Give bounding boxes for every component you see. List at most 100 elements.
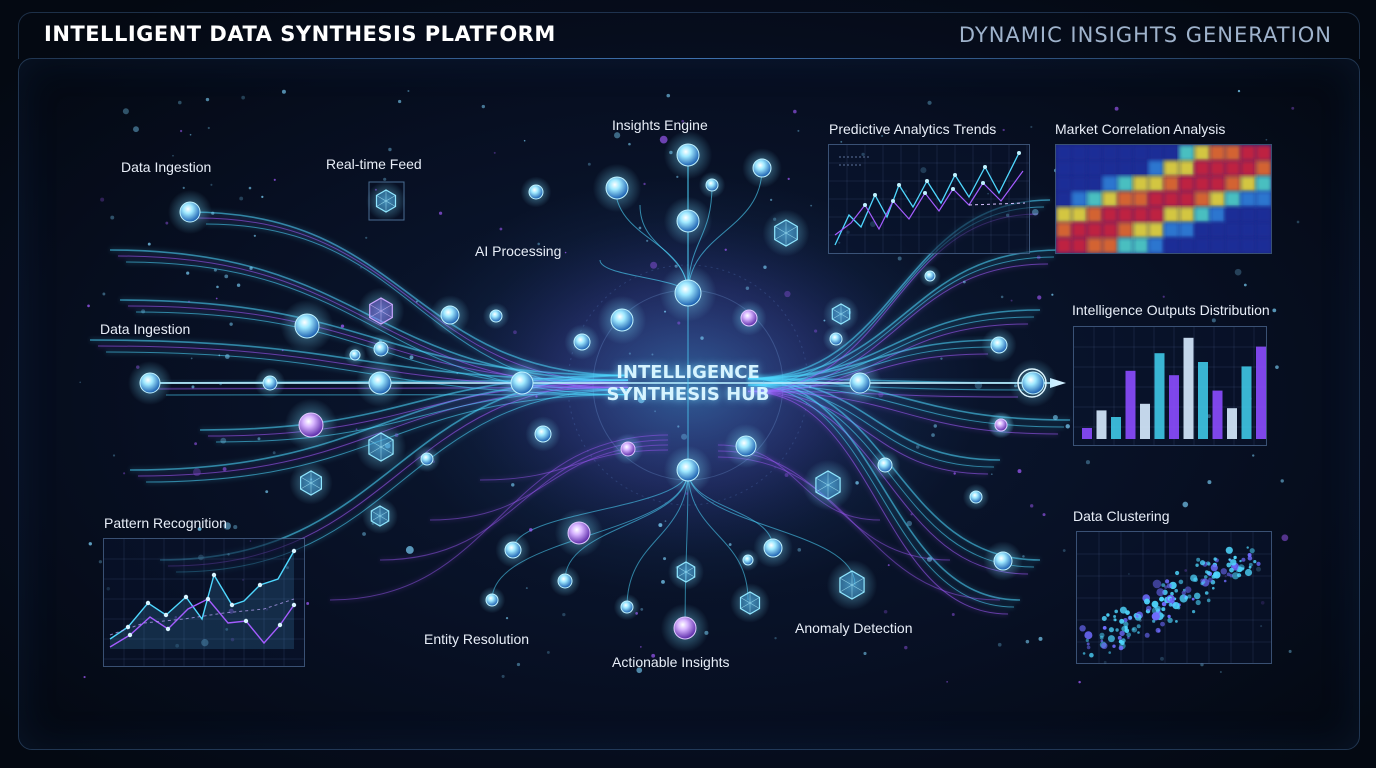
particle-dot	[1037, 295, 1042, 300]
cluster-point	[1121, 638, 1126, 643]
heatmap-cell	[1224, 175, 1241, 192]
cluster-point	[1108, 627, 1114, 633]
particle-dot	[664, 310, 667, 313]
particle-dot	[525, 587, 528, 590]
node-sphere-icon	[752, 158, 772, 178]
pattern-recognition-panel	[103, 538, 305, 667]
heatmap-cell	[1071, 222, 1088, 239]
heatmap-cell	[1086, 175, 1103, 192]
particle-dot	[636, 667, 643, 674]
particle-dot	[639, 646, 642, 648]
particle-dot	[365, 236, 368, 239]
heatmap-cell	[1086, 222, 1103, 239]
particle-dot	[222, 467, 227, 471]
label-pattern-recognition: Pattern Recognition	[104, 515, 227, 531]
heatmap-cell	[1071, 191, 1088, 208]
heatmap-cell	[1194, 237, 1211, 253]
particle-dot	[1182, 501, 1189, 508]
cluster-point	[1191, 597, 1195, 601]
node-sphere-icon	[742, 554, 754, 566]
cluster-point	[1193, 592, 1201, 600]
particle-dot	[213, 268, 217, 272]
particle-dot	[863, 651, 867, 656]
heatmap-cell	[1240, 222, 1257, 239]
pattern-area	[110, 551, 294, 649]
cluster-point	[1106, 613, 1110, 617]
header-divider	[40, 58, 1336, 59]
particle-dot	[1272, 308, 1277, 313]
heatmap-cell	[1117, 160, 1134, 177]
particle-dot	[215, 297, 218, 300]
heatmap-cell	[1255, 145, 1271, 161]
cluster-point	[1132, 628, 1135, 631]
heatmap-cell	[1071, 237, 1088, 253]
particle-dot	[87, 304, 90, 308]
cluster-point	[1082, 652, 1086, 655]
particle-dot	[931, 433, 935, 437]
node-sphere-icon	[763, 538, 783, 558]
particle-dot	[236, 283, 241, 287]
cluster-point	[1108, 651, 1111, 654]
particle-dot	[438, 211, 443, 215]
heatmap-cell	[1194, 160, 1211, 177]
network-nodes	[128, 130, 1058, 653]
particle-dot	[1296, 220, 1300, 224]
heatmap-cell	[1086, 191, 1103, 208]
particle-dot	[1288, 649, 1292, 653]
particle-dot	[1237, 89, 1241, 93]
cluster-point	[1175, 570, 1180, 576]
node-sphere-icon	[610, 308, 634, 332]
label-predictive-trends: Predictive Analytics Trends	[829, 121, 997, 137]
cluster-point	[1195, 599, 1201, 606]
particle-dot	[505, 617, 509, 620]
particle-dot	[197, 527, 202, 531]
heatmap-cell	[1071, 206, 1088, 223]
particle-dot	[793, 109, 797, 114]
particle-dot	[1002, 128, 1005, 132]
flow-link	[747, 249, 1061, 380]
particle-dot	[784, 473, 789, 477]
particle-dot	[946, 680, 948, 683]
particle-dot	[546, 650, 550, 654]
cluster-point	[1193, 577, 1198, 582]
cluster-point	[1178, 579, 1184, 585]
particle-dot	[182, 186, 185, 189]
particle-dot	[224, 274, 229, 279]
particle-dot	[192, 468, 201, 477]
particle-dot	[762, 381, 765, 384]
heatmap-cell	[1209, 237, 1226, 253]
node-sphere-icon	[829, 332, 843, 346]
flow-link	[329, 434, 669, 601]
heatmap-cell	[1148, 191, 1164, 208]
particle-dot	[409, 355, 414, 360]
cluster-point	[1239, 559, 1242, 563]
particle-dot	[951, 613, 955, 616]
trend-point	[983, 165, 987, 169]
particle-dot	[191, 385, 195, 389]
cluster-point	[1167, 614, 1171, 619]
node-sphere-icon	[849, 372, 871, 394]
heatmap-cell	[1224, 237, 1241, 253]
particle-dot	[763, 265, 767, 269]
particle-dot	[1052, 414, 1058, 420]
particle-dot	[797, 129, 800, 132]
cluster-point	[1204, 591, 1209, 595]
particle-dot	[1038, 636, 1043, 641]
heatmap-cell	[1209, 206, 1226, 223]
cluster-point	[1099, 632, 1105, 638]
label-data-ingestion-top: Data Ingestion	[121, 159, 212, 175]
particle-dot	[769, 198, 773, 202]
heatmap-cell	[1148, 222, 1164, 239]
node-sphere-icon	[676, 458, 700, 482]
flow-link	[747, 390, 1029, 575]
hub-label-line2: SYNTHESIS HUB	[606, 384, 770, 405]
cluster-point	[1187, 594, 1192, 599]
particle-dot	[265, 490, 269, 494]
node-sphere-icon	[969, 490, 983, 504]
particle-dot	[248, 186, 252, 190]
cluster-point	[1229, 567, 1234, 573]
particle-dot	[79, 381, 81, 384]
cluster-point	[1165, 579, 1170, 584]
particle-dot	[1211, 318, 1216, 323]
